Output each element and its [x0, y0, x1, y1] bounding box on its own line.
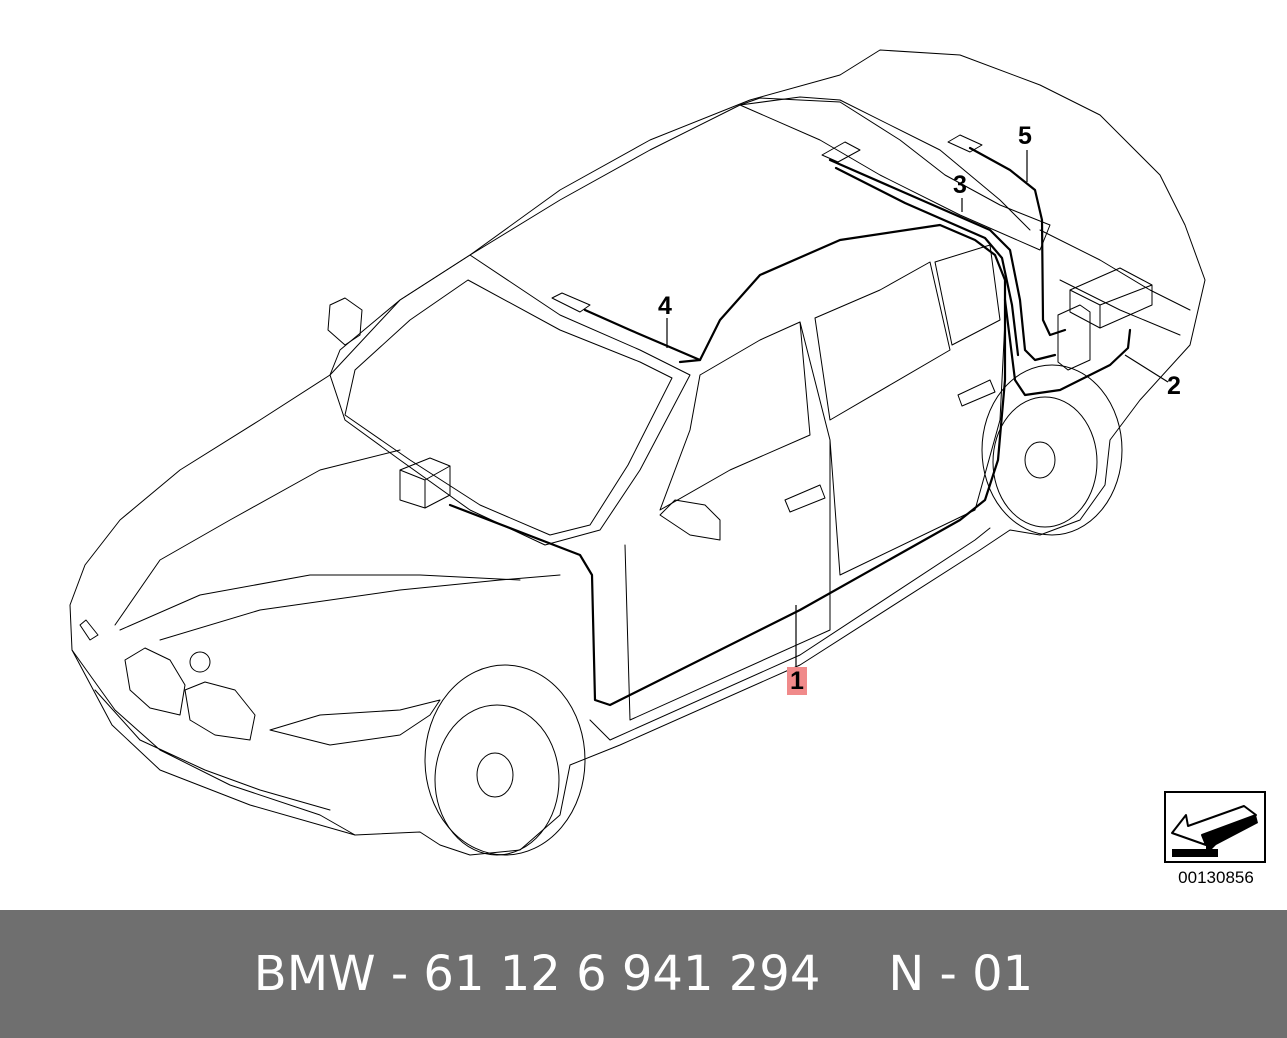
hood-lines — [114, 449, 561, 641]
grille-left — [124, 647, 186, 716]
front-bumper — [71, 649, 356, 836]
left-mirror — [659, 499, 721, 541]
footer-bar: BMW - 61 12 6 941 294 N - 01 — [0, 910, 1287, 1038]
position-label: N - 01 — [888, 946, 1034, 1002]
harness-line-3b — [834, 166, 1020, 357]
trunk-lines — [1039, 229, 1191, 336]
callout-1: 1 — [787, 667, 807, 695]
harness-line-3 — [828, 158, 1057, 362]
windshield-inner — [344, 279, 673, 536]
leader-2 — [1124, 354, 1169, 383]
roof-outline — [469, 96, 1031, 256]
rear-door-outline — [829, 319, 1006, 576]
rear-wheel — [992, 396, 1098, 528]
bmw-emblem — [189, 651, 211, 673]
hood-center-line — [119, 574, 521, 631]
car-body-outline — [69, 49, 1206, 856]
headlight-left — [79, 619, 99, 641]
rear-side-window — [814, 261, 951, 421]
orientation-arrow-box — [1164, 791, 1266, 863]
rear-window-outline — [739, 97, 1051, 251]
callout-5: 5 — [1018, 122, 1032, 150]
roof-antenna-3 — [821, 141, 861, 163]
side-sill — [589, 527, 991, 741]
car-wiring-diagram: 1 2 3 4 5 — [69, 49, 1206, 856]
rear-wheel-hub — [1024, 441, 1056, 479]
headlight-right — [269, 699, 441, 746]
car-outline-drawing — [69, 49, 1206, 856]
grille-right — [184, 681, 256, 741]
harness-line-5 — [968, 146, 1067, 337]
front-control-unit — [399, 457, 451, 509]
rear-quarter-window — [934, 244, 1001, 346]
harness-line-1b — [1003, 298, 1132, 397]
harness-line-4 — [583, 308, 702, 362]
part-number-label: BMW - 61 12 6 941 294 — [253, 946, 821, 1002]
rear-control-unit — [1069, 267, 1153, 329]
windshield-outline — [329, 254, 691, 546]
callout-3: 3 — [953, 171, 967, 199]
callout-4: 4 — [658, 292, 672, 320]
diagram-reference-number: 00130856 — [1178, 868, 1254, 887]
front-wheel-arch — [424, 664, 586, 856]
roof-antenna-4 — [551, 292, 591, 313]
front-side-window — [659, 321, 811, 511]
roof-antenna-5 — [947, 134, 983, 153]
rear-door-handle — [957, 379, 996, 407]
front-door-outline — [624, 321, 831, 721]
front-wheel-hub — [476, 752, 514, 798]
arrow-down-left-icon — [1171, 805, 1258, 857]
callout-2: 2 — [1167, 372, 1181, 400]
front-door-handle — [784, 484, 826, 513]
harness-line-1 — [448, 223, 1007, 707]
rear-module — [1057, 304, 1091, 371]
right-mirror — [327, 297, 363, 346]
rear-wheel-arch — [981, 364, 1123, 536]
